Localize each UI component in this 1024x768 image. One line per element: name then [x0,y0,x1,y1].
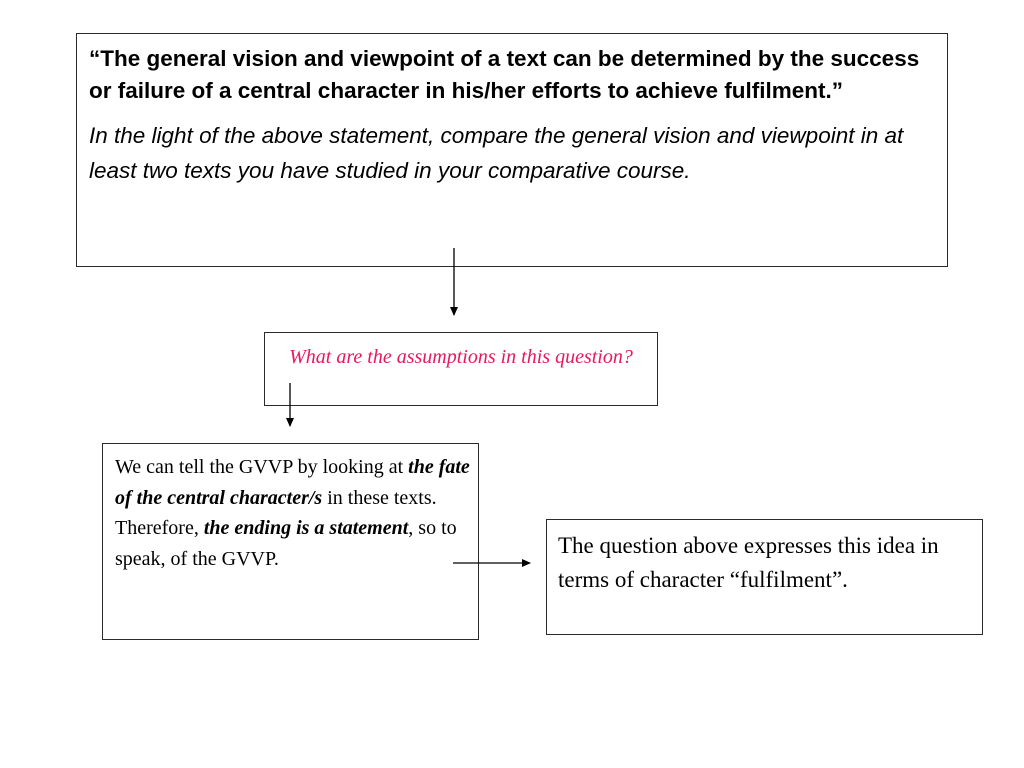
quote-text: The general vision and viewpoint of a te… [89,46,920,103]
gvvp-text-part1: We can tell the GVVP by looking at [115,456,409,478]
gvvp-emphasis-ending: the ending is a statement [203,517,409,539]
assumptions-box: What are the assumptions in this questio… [264,332,658,406]
close-quote-mark: ” [831,77,843,103]
fulfilment-box: The question above expresses this idea i… [546,519,983,635]
question-box: “The general vision and viewpoint of a t… [76,33,948,267]
open-quote-mark: “ [89,46,101,71]
assumptions-question-text: What are the assumptions in this questio… [289,346,633,368]
gvvp-emphasis-fate: the fate of the central character/s [115,456,470,509]
question-prompt: In the light of the above statement, com… [89,123,904,183]
gvvp-explanation-box: We can tell the GVVP by looking at the f… [102,443,479,640]
gvvp-text-part5: , so to speak, of the GVVP. [115,517,457,570]
fulfilment-text: The question above expresses this idea i… [558,533,939,592]
gvvp-text-part3: in these texts. Therefore, [115,486,437,540]
quote-statement: “The general vision and viewpoint of a t… [89,43,937,106]
